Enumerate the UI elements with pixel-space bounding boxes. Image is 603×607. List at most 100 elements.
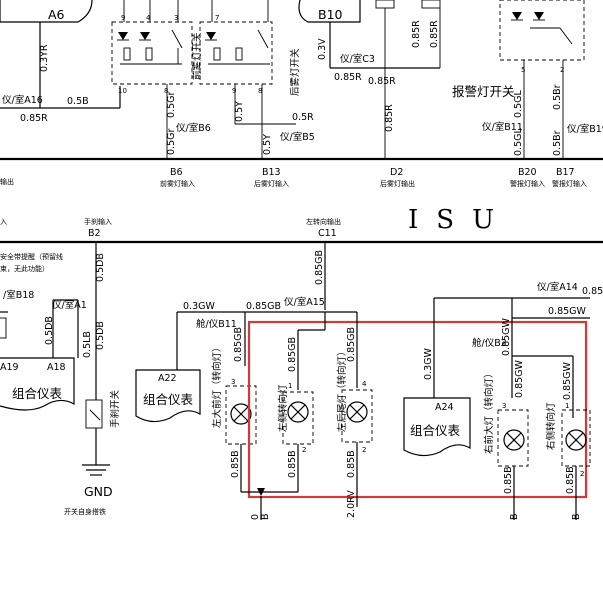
wire-085r-mid: 0.85R [384, 104, 395, 132]
wire-05r-b5: 0.5R [292, 112, 314, 123]
pin-7: 7 [215, 14, 219, 22]
pin-9b: 9 [232, 87, 236, 95]
edge-0: 0 [250, 514, 261, 520]
label-b10: B10 [318, 7, 343, 22]
switch-icon [171, 29, 183, 64]
pin-a18: A18 [47, 362, 66, 373]
conn-b5: 仪/室B5 [280, 131, 315, 143]
wire-085gb-v: 0.85GB [233, 327, 244, 362]
conn-a15: 仪/室A15 [284, 296, 325, 308]
pin-4a: 4 [146, 14, 151, 22]
pin-4b: 4 [362, 380, 367, 388]
wire-05br-a: 0.5Br [552, 84, 563, 110]
pin-2a: 2 [302, 446, 306, 454]
wire-05gl-b: 0.5GL [513, 128, 524, 156]
isu-b13-code: B13 [262, 167, 281, 178]
wire-03gw-b: 0.3GW [423, 348, 434, 380]
cluster-box-mid [135, 369, 201, 423]
conn-b11: 仪/室B11 [482, 121, 523, 133]
lamp-icon [503, 429, 525, 451]
wire-085gb-l2: 0.85GB [287, 337, 298, 372]
isu-b20-desc: 警报灯输入 [510, 179, 545, 188]
edge-b3: B [571, 513, 582, 520]
led-icon [117, 32, 151, 41]
pin-8b: 8 [258, 87, 262, 95]
cluster-box-right [403, 397, 471, 457]
isu-title: ISU [408, 205, 512, 235]
switch-rear-fog: 后雾灯开关 [289, 48, 301, 96]
switch-icon [257, 29, 269, 49]
isu-b6-desc: 前雾灯输入 [160, 179, 195, 188]
lamp-right-side: 右侧转向灯 [545, 402, 557, 450]
wire-085gw-top: 0.85GW [548, 306, 587, 317]
wire-05db-a: 0.5DB [44, 316, 55, 345]
cluster-box-top-left [0, 0, 93, 23]
pin-5: 5 [521, 66, 525, 74]
pin-3b: 3 [231, 378, 235, 386]
conn-b6: 仪/室B6 [176, 122, 211, 134]
wire-085b-1: 0.85B [230, 450, 241, 478]
handbrake-switch: 手刹开关 [109, 389, 121, 428]
label-a6: A6 [48, 7, 65, 22]
wire-03gw-a: 0.3GW [183, 301, 215, 312]
wire-085gw-b: 0.85GW [514, 359, 525, 398]
pin-a19: A19 [0, 362, 19, 373]
wire-03v: 0.3V [317, 38, 328, 60]
isu-b17-desc: 警报灯输入 [552, 179, 587, 188]
switch-front-fog: 前雾灯开关 [191, 32, 203, 80]
pin-3a: 3 [174, 14, 178, 22]
pin-2: 2 [560, 66, 564, 74]
pin-1: 1 [288, 382, 292, 390]
lamp-icon [346, 401, 368, 423]
wire-05y-b: 0.5Y [262, 134, 273, 155]
lamp-icon [230, 403, 252, 425]
wire-05b: 0.5B [67, 96, 89, 107]
highlight-box [247, 320, 588, 499]
wire-085gb-top: 0.85GB [314, 250, 325, 285]
switch-hazard: 报警灯开关 [452, 84, 515, 99]
cluster-box-b10 [298, 0, 361, 23]
pin-a22: A22 [158, 373, 177, 384]
wire-20rv: 2.0RV [346, 490, 357, 518]
handbrake-switch-icon [85, 399, 103, 429]
cluster-left: 组合仪表 [12, 386, 63, 401]
pin-10: 10 [118, 87, 127, 95]
conn-b19: 仪/室B19 [567, 123, 603, 135]
led-icon [206, 32, 216, 40]
pin-2b: 2 [362, 446, 366, 454]
isu-left-label: 输出 [0, 177, 14, 186]
rear-fog-switch-box [199, 21, 273, 85]
isu-b6-code: B6 [170, 167, 183, 178]
edge-b: B [260, 513, 271, 520]
wire-085r-top2: 0.85R [429, 20, 440, 48]
wire-085r-a16: 0.85R [20, 113, 48, 124]
wire-05gl-a: 0.5GL [513, 90, 524, 118]
edge-b2: B [509, 513, 520, 520]
wire-05gr-b: 0.5Gr [166, 92, 177, 118]
wire-03yr: 0.3YR [39, 44, 50, 72]
lamp-left-rear: 左后尾灯（转向灯） [336, 346, 348, 432]
wire-05lb: 0.5LB [82, 331, 93, 358]
isu-b13-desc: 后雾灯输入 [254, 179, 289, 188]
isu-d2-desc: 后雾灯输出 [380, 179, 415, 188]
seatbelt-note2: 束，无此功能） [0, 264, 49, 273]
isu-b2-code: B2 [88, 228, 101, 239]
gnd: GND [84, 484, 113, 499]
wire-085b-3: 0.85B [346, 450, 357, 478]
wire-085r-top1: 0.85R [411, 20, 422, 48]
conn-a1: 仪/室A1 [52, 299, 87, 311]
wire-085gb-h: 0.85GB [246, 301, 281, 312]
ground-icon [82, 464, 110, 476]
wire-085b-2: 0.85B [287, 450, 298, 478]
lamp-right-front: 右前大灯（转向灯） [483, 368, 495, 454]
pin-2c: 2 [580, 470, 584, 478]
pin-8a: 8 [164, 87, 168, 95]
conn-c3: 仪/室C3 [340, 53, 375, 65]
isu-d2-code: D2 [390, 167, 403, 178]
wire-05db-c: 0.5DB [95, 321, 106, 350]
conn-a14: 仪/室A14 [537, 281, 578, 293]
lamp-icon [287, 401, 309, 423]
isu-left-turn-out: 左转向输出 [306, 217, 341, 226]
